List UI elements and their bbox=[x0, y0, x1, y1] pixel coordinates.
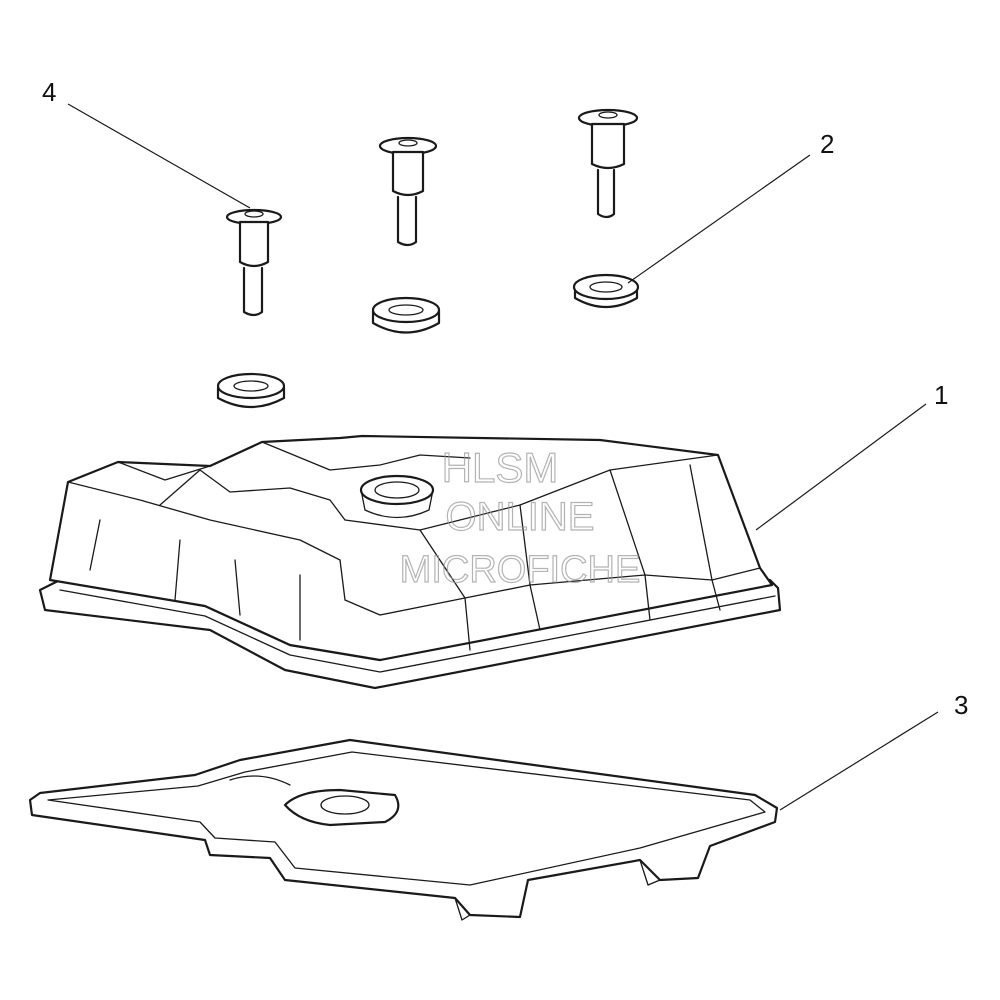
grommet-middle[interactable] bbox=[371, 296, 441, 334]
valve-cover[interactable] bbox=[38, 434, 782, 690]
gasket[interactable] bbox=[28, 738, 779, 921]
leader-line-4 bbox=[67, 103, 251, 209]
grommet-left[interactable] bbox=[216, 372, 286, 408]
watermark: HLSM ONLINE MICROFICHE bbox=[399, 443, 641, 591]
leader-line-3 bbox=[779, 711, 939, 811]
grommet-right[interactable] bbox=[572, 273, 640, 308]
watermark-line-3: MICROFICHE bbox=[400, 549, 641, 591]
watermark-line-2: ONLINE bbox=[446, 495, 595, 539]
leader-line-1 bbox=[755, 403, 927, 531]
callout-1[interactable]: 1 bbox=[934, 380, 948, 410]
leader-line-2 bbox=[627, 154, 811, 284]
bolt-left[interactable] bbox=[225, 208, 283, 317]
bolt-middle[interactable] bbox=[378, 136, 438, 247]
callout-3[interactable]: 3 bbox=[954, 690, 968, 720]
callout-4[interactable]: 4 bbox=[42, 77, 56, 107]
watermark-line-1: HLSM bbox=[442, 444, 559, 491]
callout-2[interactable]: 2 bbox=[820, 129, 834, 159]
bolt-right[interactable] bbox=[577, 108, 639, 219]
